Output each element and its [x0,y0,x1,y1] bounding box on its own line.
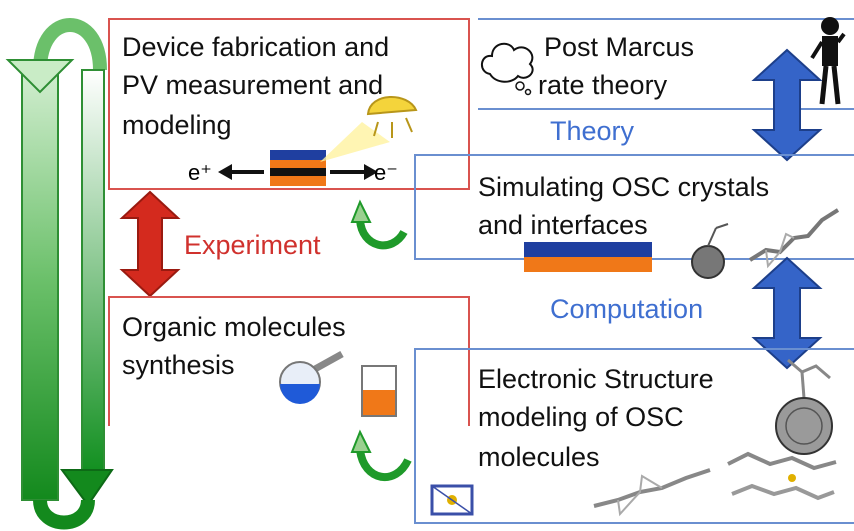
post-marcus-line-2: rate theory [538,70,668,100]
synthesis-line-1: Organic molecules [122,312,346,342]
molecule-chain-icon [593,468,711,517]
theory-double-arrow [751,48,823,162]
fullerene-icon [691,223,729,279]
simulating-line-2: and interfaces [478,210,648,240]
computation-label: Computation [550,294,704,324]
cycle-arrow [5,18,114,530]
porphyrin-icon [430,484,474,516]
thought-cloud-icon [481,42,534,96]
theory-label: Theory [550,116,635,146]
green-curved-arrow-lower [350,429,412,481]
sun-icon [320,96,418,162]
post-marcus-box [478,18,854,110]
charge-left-arrow [218,164,264,180]
device-line-1: Device fabrication and [122,32,390,62]
post-marcus-line-1: Post Marcus [544,32,695,62]
green-curved-arrow-upper [350,199,408,250]
layer-stack-device [270,150,326,186]
fullerene-large-icon [775,358,833,455]
device-fabrication-box [108,18,470,190]
polymer-chain-icon [748,208,840,269]
computation-double-arrow [751,256,823,370]
experiment-double-arrow [119,190,181,298]
flask-icon [279,350,344,404]
molecule-dimer-icon [727,451,837,501]
device-line-3: modeling [122,110,232,140]
synthesis-box [108,296,470,426]
experiment-label: Experiment [184,230,321,260]
thinker-figure-icon [810,17,846,105]
electronic-line-3: molecules [478,442,600,472]
simulating-line-1: Simulating OSC crystals [478,172,770,202]
electron-right-label: e⁻ [374,160,398,185]
charge-right-arrow [330,164,378,180]
layer-stack-interface [524,242,652,272]
electronic-line-1: Electronic Structure [478,364,714,394]
device-line-2: PV measurement and [122,70,384,100]
beaker-icon [361,365,397,417]
electronic-structure-box [414,348,854,524]
electron-left-label: e⁺ [188,160,212,185]
synthesis-line-2: synthesis [122,350,235,380]
electronic-line-2: modeling of OSC [478,402,684,432]
